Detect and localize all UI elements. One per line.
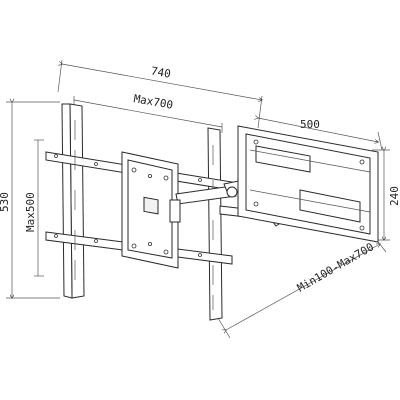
dimension-extension-range-label: Min100-Max700 bbox=[295, 240, 376, 294]
dimension-wall-plate-width-label: 500 bbox=[300, 118, 320, 131]
dimension-wall-plate-height: 240 bbox=[372, 150, 400, 240]
dimension-max-vesa-height: Max500 bbox=[24, 139, 44, 277]
dimension-overall-height: 530 bbox=[0, 102, 60, 298]
dimension-wall-plate-height-label: 240 bbox=[388, 186, 400, 206]
vesa-mount-plate-icon bbox=[45, 103, 233, 321]
dimension-max-vesa-width-label: Max700 bbox=[133, 92, 174, 112]
dimension-overall-height-label: 530 bbox=[0, 192, 11, 212]
dimension-wall-plate-width: 500 bbox=[258, 118, 383, 151]
dimension-extension-range: Min100-Max700 bbox=[217, 233, 387, 339]
wall-plate-icon bbox=[237, 125, 379, 243]
dimension-overall-width-label: 740 bbox=[150, 64, 172, 80]
dimension-max-vesa-height-label: Max500 bbox=[24, 192, 37, 232]
dimension-overall-width: 740 bbox=[57, 59, 262, 129]
dimension-max-vesa-width: Max700 bbox=[73, 92, 223, 133]
